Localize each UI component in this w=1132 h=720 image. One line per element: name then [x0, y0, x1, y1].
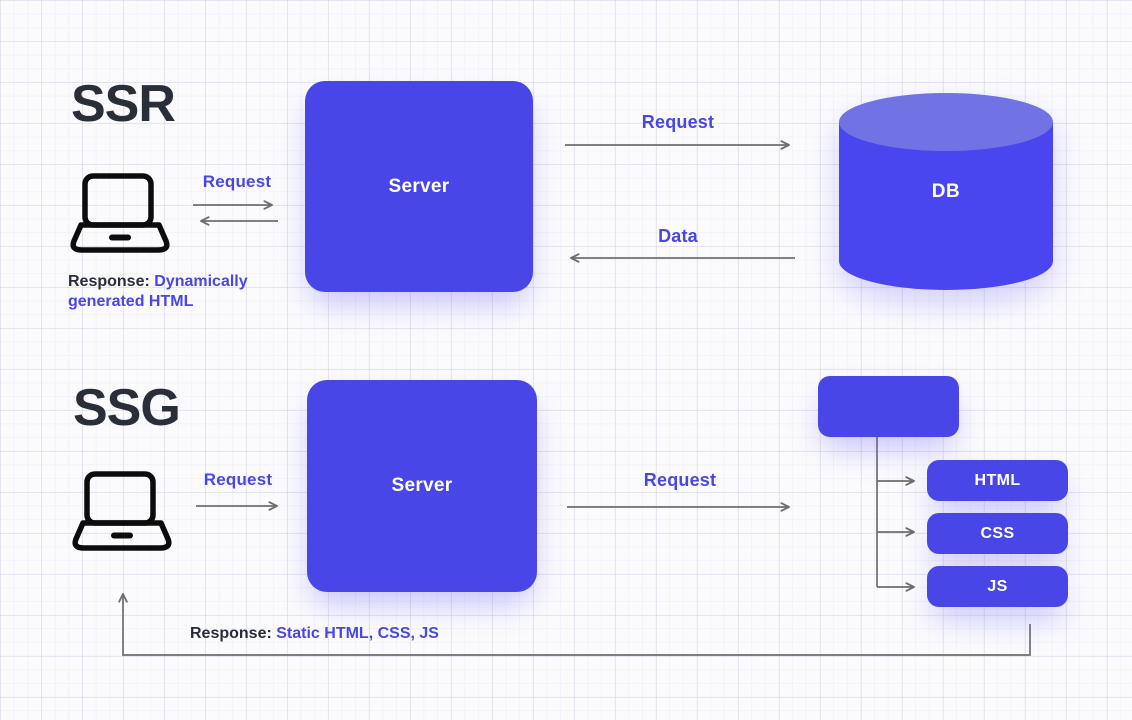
laptop-icon	[68, 172, 172, 256]
ssr-client-request-label: Request	[202, 172, 272, 191]
ssg-client-request-label: Request	[203, 470, 273, 489]
ssr-server-box: Server	[305, 81, 533, 292]
file-box-js-label: JS	[987, 577, 1008, 595]
ssg-title: SSG	[73, 379, 181, 437]
file-box-html-label: HTML	[974, 471, 1021, 489]
ssr-db-data-label: Data	[658, 226, 698, 246]
database-cylinder: DB	[839, 93, 1053, 290]
db-label: DB	[931, 181, 961, 202]
ssg-server-request-label: Request	[643, 470, 717, 490]
file-box-js: JS	[927, 566, 1068, 607]
ssr-title: SSR	[71, 75, 176, 133]
ssr-server-label: Server	[388, 175, 450, 197]
laptop-icon	[70, 470, 174, 554]
ssr-response-text: Response: Dynamically generated HTML	[68, 272, 258, 311]
ssg-server-label: Server	[391, 475, 453, 496]
ssg-response-value: Static HTML, CSS, JS	[276, 625, 439, 642]
ssg-response-text: Response: Static HTML, CSS, JS	[190, 624, 439, 644]
ssr-db-request-label: Request	[641, 112, 715, 132]
file-box-css: CSS	[927, 513, 1068, 554]
ssg-response-prefix: Response:	[190, 625, 272, 642]
file-box-html: HTML	[927, 460, 1068, 501]
file-box-css-label: CSS	[980, 524, 1015, 542]
ssg-server-box: Server	[307, 380, 537, 592]
ssr-response-prefix: Response:	[68, 273, 150, 290]
ssr-response-value: Dynamically generated HTML	[68, 273, 248, 310]
generated-files-box	[818, 376, 959, 437]
